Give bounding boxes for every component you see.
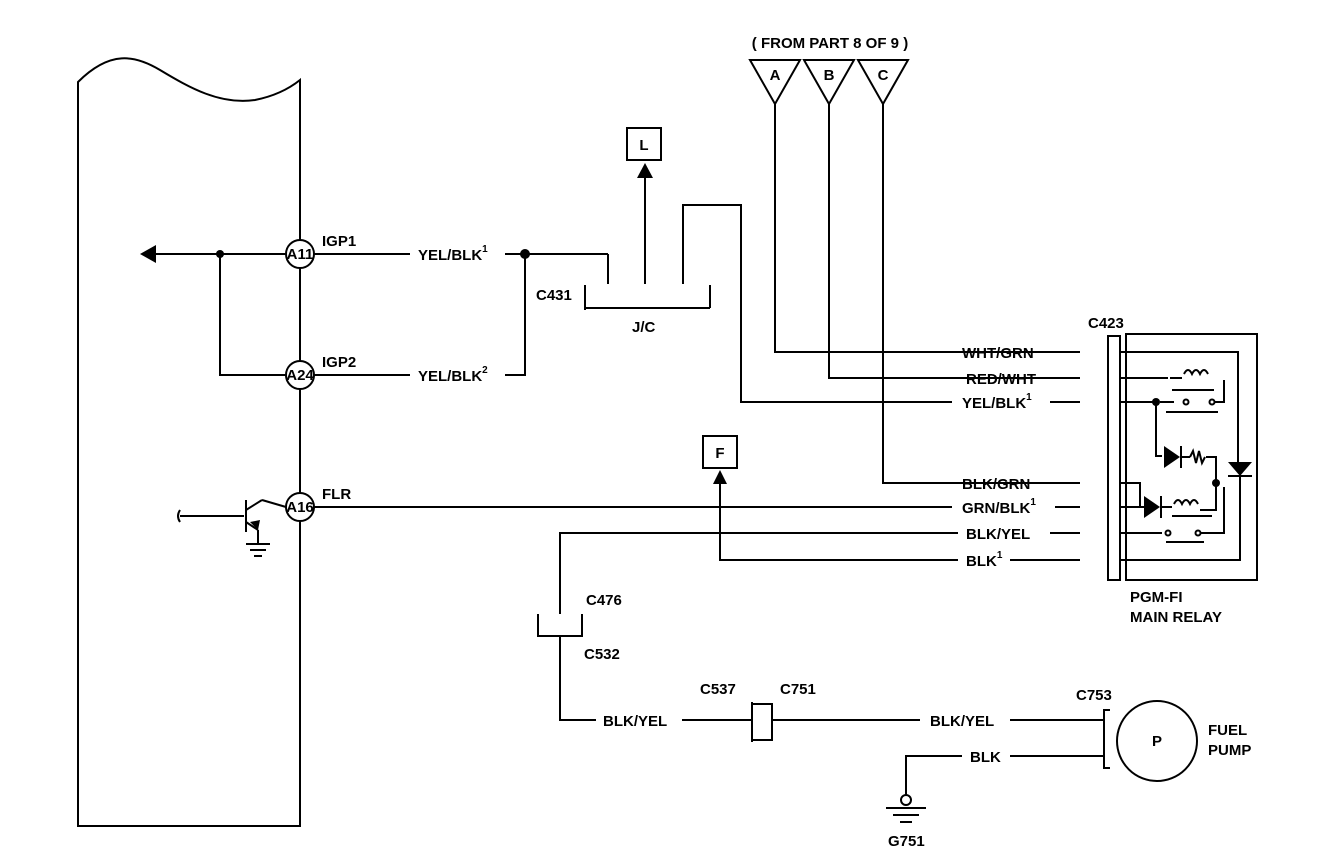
wire-blk1	[719, 484, 958, 561]
connector-c431: C431	[536, 287, 572, 304]
svg-text:A11: A11	[287, 246, 314, 263]
pin-a16: A16	[285, 492, 315, 522]
pump-label-line2: PUMP	[1208, 742, 1251, 759]
ref-f-box: F	[702, 435, 738, 469]
wire-igp-tie	[219, 254, 286, 376]
fuel-pump-icon	[1116, 700, 1198, 782]
wire-redwht	[828, 104, 1080, 379]
svg-text:A24: A24	[286, 367, 314, 384]
arrow-up-icon	[713, 470, 727, 484]
connector-a: A	[748, 59, 802, 107]
wire-label-grnblk1: GRN/BLK1	[962, 497, 1036, 517]
jc-label: J/C	[632, 319, 656, 336]
wire-label-yelblk1-igp1: YEL/BLK1	[418, 244, 488, 264]
wire-blk-gnd	[905, 755, 962, 796]
svg-text:C: C	[878, 67, 889, 84]
wire-blkyel-lower	[559, 636, 596, 721]
arrow-up-icon	[637, 163, 653, 178]
signal-igp2: IGP2	[322, 354, 356, 371]
relay-box	[1125, 333, 1258, 581]
connector-c537-c751	[751, 702, 773, 742]
connector-c423: C423	[1088, 315, 1124, 332]
wire-igp-splice	[505, 254, 526, 376]
wire-label-yelblk2: YEL/BLK2	[418, 365, 488, 385]
pin-a24: A24	[285, 360, 315, 390]
arrow-left-icon	[140, 245, 156, 263]
ground-icon	[246, 543, 270, 557]
wire-label-redwht: RED/WHT	[966, 371, 1036, 388]
svg-text:A: A	[770, 67, 781, 84]
svg-text:L: L	[639, 137, 648, 154]
connector-c: C	[856, 59, 910, 107]
wire-label-blkyel-relay: BLK/YEL	[966, 526, 1030, 543]
connector-c537: C537	[700, 681, 736, 698]
connector-b: B	[802, 59, 856, 107]
wire-label-blkgrn: BLK/GRN	[962, 476, 1030, 493]
wire-label-blkyel-pump: BLK/YEL	[930, 713, 994, 730]
wire-label-blkyel-lower: BLK/YEL	[603, 713, 667, 730]
ref-l-box: L	[626, 127, 662, 161]
connector-c476-c532	[537, 614, 583, 637]
wire-label-whtgrn: WHT/GRN	[962, 345, 1034, 362]
svg-text:B: B	[824, 67, 835, 84]
jc-block	[584, 285, 711, 310]
relay-label-line1: PGM-FI	[1130, 589, 1183, 606]
connector-c423-body	[1107, 335, 1121, 581]
pump-symbol: P	[1152, 733, 1162, 750]
svg-text:A16: A16	[286, 499, 314, 516]
wire-label-blk1: BLK1	[966, 550, 1003, 570]
connector-c751: C751	[780, 681, 816, 698]
transistor-icon	[177, 499, 287, 544]
wire-whtgrn	[774, 104, 1080, 353]
connector-c476: C476	[586, 592, 622, 609]
wire-label-blk: BLK	[970, 749, 1001, 766]
relay-internals	[1120, 351, 1252, 561]
relay-label-line2: MAIN RELAY	[1130, 609, 1222, 626]
connector-c753: C753	[1076, 687, 1112, 704]
signal-igp1: IGP1	[322, 233, 356, 250]
svg-text:F: F	[715, 445, 724, 462]
pin-a11: A11	[285, 239, 315, 269]
wire-blkgrn	[882, 104, 1080, 484]
ecm-module-outline	[77, 57, 301, 827]
from-part-label: ( FROM PART 8 OF 9 )	[752, 35, 908, 52]
ground-icon	[886, 794, 926, 823]
wire-jc-yelblk	[682, 204, 952, 403]
connector-c753-bracket	[1103, 709, 1110, 769]
wire-label-yelblk1-relay: YEL/BLK1	[962, 392, 1032, 412]
pump-label-line1: FUEL	[1208, 722, 1247, 739]
wire-blkyel-down	[559, 532, 958, 614]
signal-flr: FLR	[322, 486, 351, 503]
connector-g751: G751	[888, 833, 925, 850]
connector-c532: C532	[584, 646, 620, 663]
